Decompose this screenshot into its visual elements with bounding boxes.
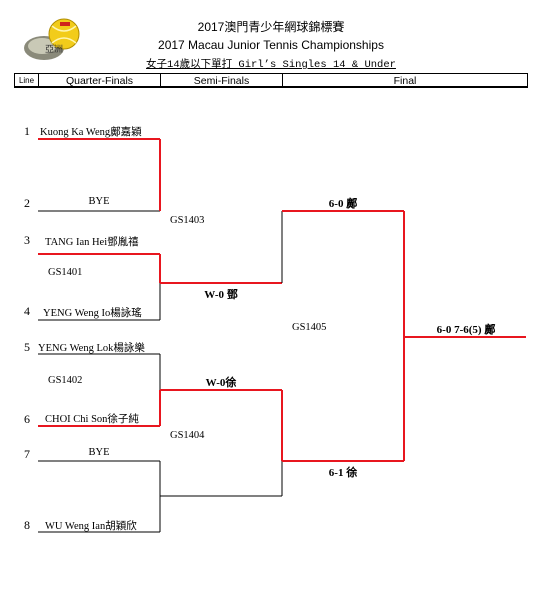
- match-code-gs1401: GS1401: [48, 267, 83, 278]
- line-number-2: 2: [24, 196, 30, 210]
- line-number-6: 6: [24, 412, 30, 426]
- match-code-gs1404: GS1404: [170, 430, 205, 441]
- score-semi-1: 6-0 鄺: [328, 198, 358, 210]
- event-title: 女子14歲以下單打 Girl’s Singles 14 & Under: [0, 56, 542, 73]
- match-code-gs1403: GS1403: [170, 215, 205, 226]
- score-quarter-3: W-0徐: [205, 377, 237, 389]
- player-name-1: Kuong Ka Weng鄺嘉穎: [40, 127, 142, 138]
- svg-text:亞洲: 亞洲: [45, 44, 63, 55]
- line-number-3: 3: [24, 233, 30, 247]
- score-semi-2: 6-1 徐: [328, 467, 358, 479]
- player-name-4: YENG Weng Io楊詠瑤: [43, 308, 142, 319]
- tournament-title-zh: 2017澳門青少年網球錦標賽: [197, 20, 345, 34]
- player-name-2: BYE: [88, 196, 110, 207]
- association-logo: 亞洲: [20, 16, 90, 62]
- line-number-1: 1: [24, 124, 30, 138]
- player-name-3: TANG Ian Hei鄧胤禧: [45, 237, 139, 248]
- player-name-7: BYE: [88, 447, 110, 458]
- line-number-7: 7: [24, 447, 30, 461]
- player-name-8: WU Weng Ian胡穎欣: [45, 521, 137, 532]
- score-quarter-2: W-0 鄧: [204, 289, 238, 301]
- line-number-4: 4: [24, 304, 30, 318]
- line-number-5: 5: [24, 340, 30, 354]
- tournament-title-en: 2017 Macau Junior Tennis Championships: [158, 38, 384, 52]
- player-name-5: YENG Weng Lok楊詠樂: [38, 343, 145, 354]
- match-code-gs1405: GS1405: [292, 322, 327, 333]
- line-number-8: 8: [24, 518, 30, 532]
- match-code-gs1402: GS1402: [48, 375, 83, 386]
- event-title-text: 女子14歲以下單打 Girl’s Singles 14 & Under: [146, 59, 396, 71]
- header-rule: [14, 86, 528, 88]
- score-final: 6-0 7-6(5) 鄺: [436, 324, 496, 336]
- player-name-6: CHOI Chi Son徐子純: [45, 414, 139, 425]
